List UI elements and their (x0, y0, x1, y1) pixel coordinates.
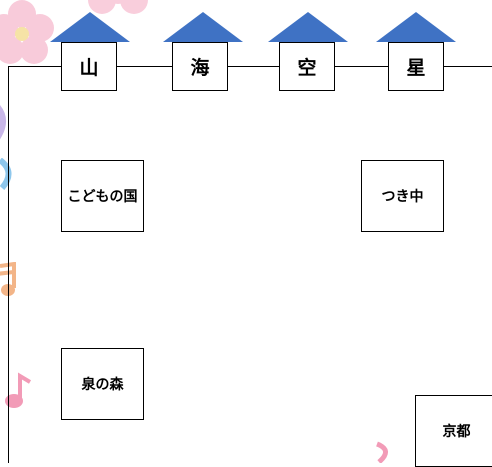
music-note-icon (0, 158, 12, 190)
room-izumi: 泉の森 (61, 348, 144, 420)
room-tsuki: つき中 (361, 160, 444, 232)
roof-hoshi (376, 12, 456, 42)
flower-icon (0, 0, 54, 64)
roof-umi (163, 12, 243, 42)
room-kodomo: こどもの国 (61, 160, 144, 232)
music-note-icon (0, 262, 16, 296)
music-note-icon (0, 105, 6, 140)
room-kyoto: 京都 (415, 395, 492, 467)
music-note-icon (5, 372, 32, 408)
top-connector-line (8, 66, 492, 67)
room-umi: 海 (172, 42, 228, 91)
roof-yama (50, 12, 130, 42)
room-hoshi: 星 (388, 42, 444, 91)
left-connector-line (8, 66, 9, 463)
roof-sora (268, 12, 348, 42)
flower-icon (88, 0, 148, 14)
room-sora: 空 (279, 42, 335, 91)
room-yama: 山 (61, 42, 117, 91)
music-note-icon (376, 441, 388, 463)
